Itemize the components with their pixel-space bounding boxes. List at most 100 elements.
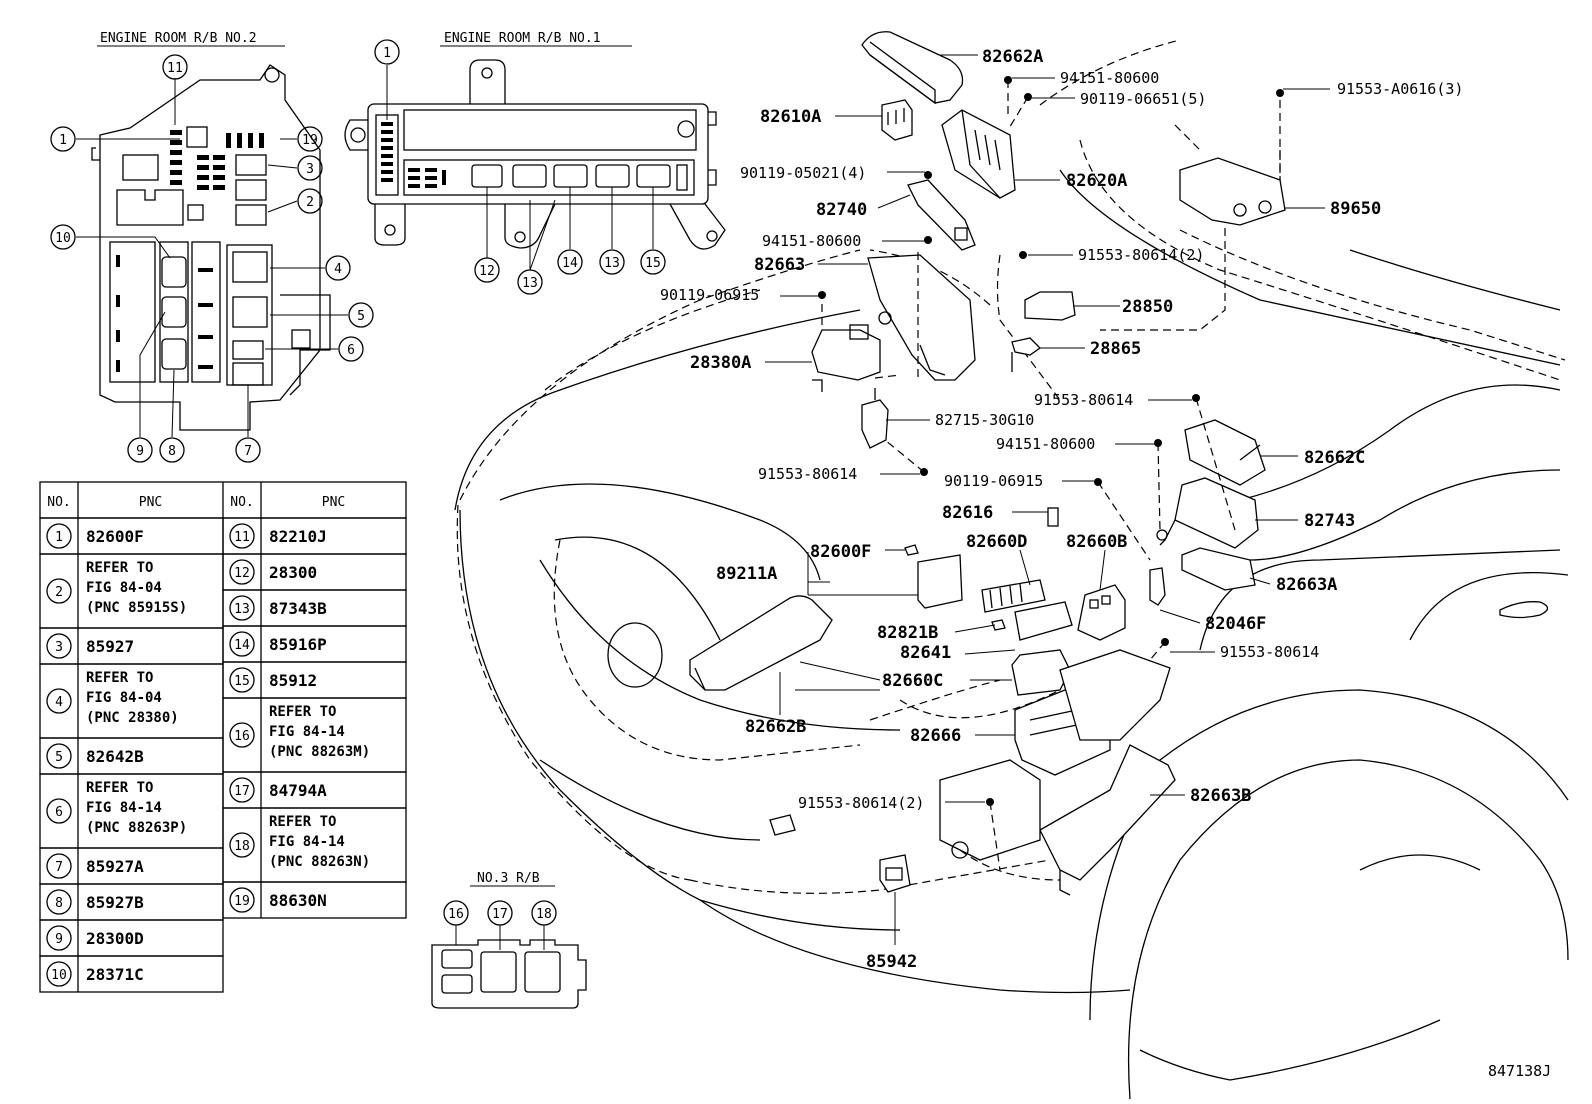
label-82740: 82740 — [816, 200, 867, 220]
row-number-circle — [46, 961, 72, 987]
row-number: 6 — [55, 805, 63, 820]
row-pnc: 85927 — [86, 637, 134, 656]
row-number: 16 — [234, 729, 250, 744]
svg-text:17: 17 — [492, 907, 508, 922]
label-82620A: 82620A — [1066, 171, 1127, 191]
svg-text:2: 2 — [306, 195, 314, 210]
callout-7: 7 — [235, 437, 261, 463]
row-pnc: 85916P — [269, 635, 327, 654]
row-pnc: 82600F — [86, 527, 144, 546]
label-82660B: 82660B — [1066, 532, 1127, 552]
label-82662C: 82662C — [1304, 448, 1365, 468]
row-pnc: 88630N — [269, 891, 327, 910]
row-number-circle — [46, 798, 72, 824]
callout-2: 2 — [297, 188, 323, 214]
svg-text:7: 7 — [244, 444, 252, 459]
callout-10: 10 — [50, 224, 76, 250]
row-number-circle — [46, 578, 72, 604]
label-82641: 82641 — [900, 643, 951, 663]
label-82666: 82666 — [910, 726, 961, 746]
callout-5: 5 — [348, 302, 374, 328]
label-82715-30G10: 82715-30G10 — [935, 411, 1034, 429]
callout-9: 9 — [127, 437, 153, 463]
relay-block-no1: ENGINE ROOM R/B NO.1 — [344, 31, 726, 250]
relay-block-no3: NO.3 R/B — [431, 871, 587, 1009]
row-number: 19 — [234, 894, 250, 909]
callout-18: 18 — [531, 900, 557, 926]
row-number: 3 — [55, 640, 63, 655]
row-pnc: 84794A — [269, 781, 327, 800]
row-pnc-line: FIG 84-04 — [86, 580, 162, 596]
table-header-cell: NO. — [230, 495, 253, 510]
callout-1-rb2: 1 — [50, 126, 76, 152]
label-94151-80600-mid: 94151-80600 — [762, 232, 861, 250]
callout-15: 15 — [640, 249, 666, 275]
row-number-circle — [229, 559, 255, 585]
svg-text:18: 18 — [536, 907, 552, 922]
row-number-circle — [229, 631, 255, 657]
table-header-cell: PNC — [139, 495, 162, 510]
label-91553-80614-c: 91553-80614 — [1220, 643, 1319, 661]
svg-text:13: 13 — [604, 256, 620, 271]
part-labels: 82662A 94151-80600 90119-06651(5) 91553-… — [660, 47, 1551, 1080]
row-number: 7 — [55, 860, 63, 875]
row-number-circle — [229, 832, 255, 858]
row-number: 17 — [234, 784, 250, 799]
row-number: 5 — [55, 750, 63, 765]
label-91553-A0616: 91553-A0616(3) — [1337, 80, 1463, 98]
label-94151-80600-low: 94151-80600 — [996, 435, 1095, 453]
row-number-circle — [229, 887, 255, 913]
svg-text:13: 13 — [522, 276, 538, 291]
svg-text:15: 15 — [645, 256, 661, 271]
callout-19: 19 — [297, 126, 323, 152]
figure-code: 847138J — [1488, 1062, 1551, 1080]
row-pnc-line: REFER TO — [269, 704, 336, 720]
row-pnc-line: REFER TO — [86, 670, 153, 686]
label-82663: 82663 — [754, 255, 805, 275]
svg-text:8: 8 — [168, 444, 176, 459]
row-pnc: 82210J — [269, 527, 327, 546]
label-82663B: 82663B — [1190, 786, 1251, 806]
label-91553-80614-2-top: 91553-80614(2) — [1078, 246, 1204, 264]
label-82662A: 82662A — [982, 47, 1043, 67]
label-82610A: 82610A — [760, 107, 821, 127]
row-pnc: 28300 — [269, 563, 317, 582]
label-89650: 89650 — [1330, 199, 1381, 219]
row-pnc-line: (PNC 85915S) — [86, 600, 187, 616]
row-number-circle — [46, 925, 72, 951]
row-number-circle — [46, 743, 72, 769]
callout-12: 12 — [474, 257, 500, 283]
label-82743: 82743 — [1304, 511, 1355, 531]
label-82663A: 82663A — [1276, 575, 1337, 595]
row-pnc: 85912 — [269, 671, 317, 690]
label-82616: 82616 — [942, 503, 993, 523]
row-pnc-line: (PNC 88263P) — [86, 820, 187, 836]
callout-17: 17 — [487, 900, 513, 926]
row-number-circle — [229, 595, 255, 621]
callout-16: 16 — [443, 900, 469, 926]
svg-text:12: 12 — [479, 264, 495, 279]
callout-11: 11 — [162, 54, 188, 80]
label-91553-80614-b: 91553-80614 — [758, 465, 857, 483]
row-number-circle — [229, 523, 255, 549]
label-82821B: 82821B — [877, 623, 938, 643]
row-number: 9 — [55, 932, 63, 947]
relay-block-no2: ENGINE ROOM R/B NO.2 — [91, 31, 331, 431]
label-28380A: 28380A — [690, 353, 751, 373]
rb1-title: ENGINE ROOM R/B NO.1 — [444, 31, 601, 46]
callout-8: 8 — [159, 437, 185, 463]
row-pnc-line: FIG 84-14 — [86, 800, 162, 816]
row-number-circle — [229, 777, 255, 803]
rb3-title: NO.3 R/B — [477, 871, 540, 886]
row-number-circle — [46, 853, 72, 879]
row-pnc: 82642B — [86, 747, 144, 766]
row-pnc-line: REFER TO — [86, 780, 153, 796]
svg-text:4: 4 — [334, 262, 342, 277]
label-91553-80614-a: 91553-80614 — [1034, 391, 1133, 409]
row-number-circle — [46, 633, 72, 659]
callout-1-rb1: 1 — [374, 39, 400, 65]
row-number-circle — [46, 688, 72, 714]
label-28865: 28865 — [1090, 339, 1141, 359]
